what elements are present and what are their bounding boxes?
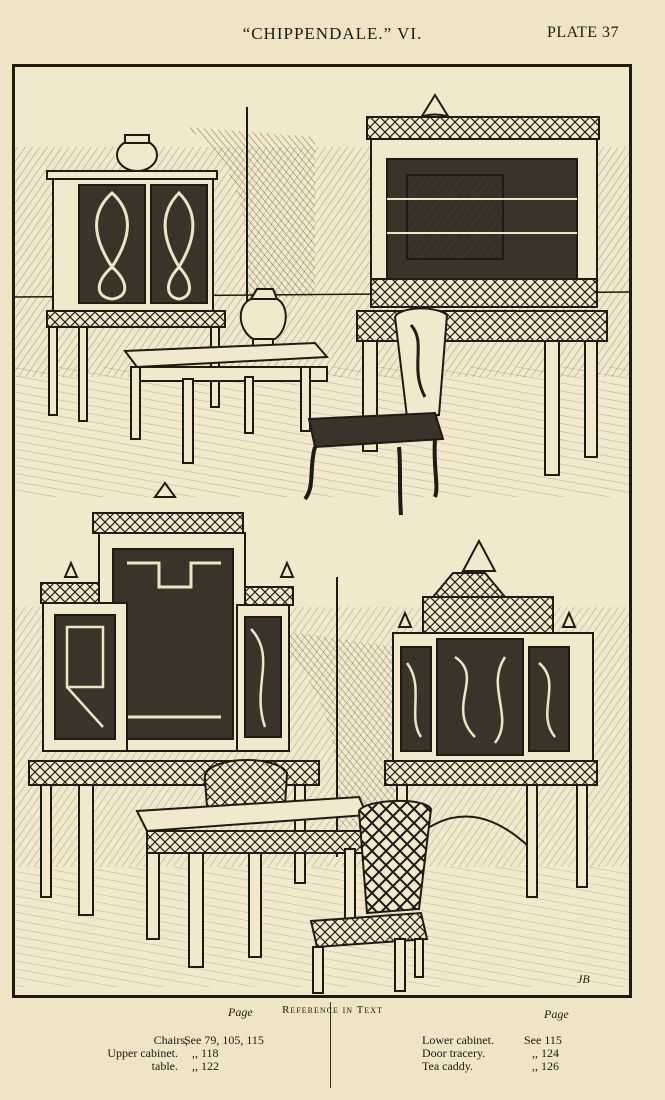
reference-page: ,, 122 (192, 1059, 219, 1073)
reference-item: Chairs, (153, 1033, 188, 1047)
reference-row: Tea caddy. ,, 126 (418, 1060, 658, 1073)
reference-row: Chairs, See 79, 105, 115 (84, 1034, 324, 1047)
column-divider (330, 1002, 331, 1088)
page-header-left: Page (228, 1005, 253, 1019)
reference-item: Door tracery. (422, 1046, 486, 1060)
reference-row: Lower cabinet. See 115 (418, 1034, 658, 1047)
reference-row: Door tracery. ,, 124 (418, 1047, 658, 1060)
page-header-right: Page (544, 1007, 569, 1021)
reference-row: Upper cabinet. ,, 118 (84, 1047, 324, 1060)
reference-table: Page Chairs, See 79, 105, 115 Upper cabi… (0, 1006, 665, 1092)
reference-page: See 79, 105, 115 (184, 1033, 264, 1047)
reference-page: ,, 124 (532, 1046, 559, 1060)
reference-caption: Reference in Text (282, 1004, 383, 1016)
plate-illustration: JB (12, 64, 632, 998)
reference-item: Lower cabinet. (422, 1033, 494, 1047)
running-head: “CHIPPENDALE.” VI. PLATE 37 (0, 22, 665, 48)
reference-row: table. ,, 122 (84, 1060, 324, 1073)
reference-page: See 115 (524, 1033, 562, 1047)
reference-column-left: Page Chairs, See 79, 105, 115 Upper cabi… (84, 1006, 324, 1073)
page-header-row: Page (84, 1006, 324, 1034)
reference-page: ,, 118 (192, 1046, 219, 1060)
running-title: “CHIPPENDALE.” VI. (242, 24, 423, 43)
reference-page: ,, 126 (532, 1059, 559, 1073)
reference-item: Tea caddy. (422, 1059, 474, 1073)
monogram: JB (577, 972, 590, 986)
page-header-row: Page (418, 1008, 658, 1034)
plate-number: PLATE 37 (547, 24, 619, 41)
reference-column-right: Page Lower cabinet. See 115 Door tracery… (418, 1008, 658, 1073)
reference-item: table. (151, 1059, 178, 1073)
reference-item: Upper cabinet. (107, 1046, 178, 1060)
furniture-engraving-icon: JB (15, 93, 629, 994)
